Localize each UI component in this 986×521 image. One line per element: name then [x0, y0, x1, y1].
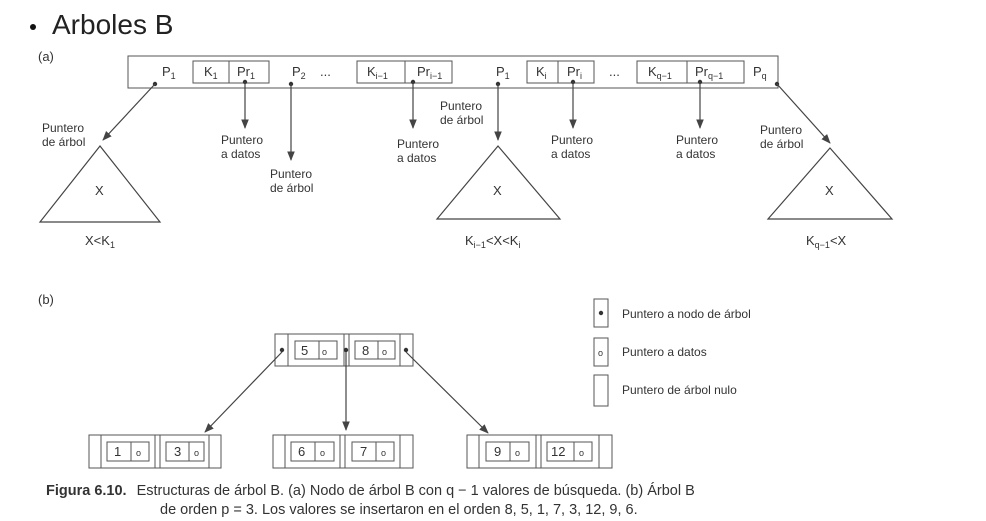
subtree-left — [38, 145, 162, 223]
label-data-ptr-1-2: a datos — [221, 147, 260, 161]
node-dots-1: ... — [320, 64, 331, 79]
slide-title: Arboles B — [30, 8, 173, 42]
label-tree-ptr-right-2: de árbol — [760, 137, 803, 151]
node-ki: Ki — [536, 64, 547, 81]
caption-line-2: de orden p = 3. Los valores se insertaro… — [160, 502, 638, 518]
subtree-mid — [435, 145, 562, 220]
leaf-2-data-1: o — [381, 448, 386, 458]
subtree-right-cond: Kq−1<X — [806, 233, 847, 250]
legend-box-dot — [593, 298, 609, 328]
leaf-3-key-1: 12 — [551, 444, 565, 459]
slide-title-text: Arboles B — [52, 9, 174, 40]
label-tree-ptr-right-1: Puntero — [760, 123, 802, 137]
leaf-1-data-1: o — [194, 448, 199, 458]
subtree-left-x: X — [95, 183, 104, 198]
figure-caption: Figura 6.10. Estructuras de árbol B. (a) … — [46, 482, 946, 520]
leaf-2-key-1: 7 — [360, 444, 367, 459]
label-tree-ptr-left-2: de árbol — [42, 135, 85, 149]
node-prq1: Prq−1 — [695, 64, 723, 81]
part-a-label: (a) — [38, 49, 54, 64]
arrow-root-leaf-1 — [204, 351, 283, 433]
label-tree-ptr-mid-2: de árbol — [440, 113, 483, 127]
label-tree-ptr-mid-1: Puntero — [440, 99, 482, 113]
label-data-ptr-i1-1: Puntero — [397, 137, 439, 151]
leaf-1-key-0: 1 — [114, 444, 121, 459]
label-tree-ptr-2-2: de árbol — [270, 181, 313, 195]
root-node — [274, 333, 414, 367]
label-tree-ptr-left-1: Puntero — [42, 121, 84, 135]
legend-text-1: Puntero a datos — [622, 345, 707, 359]
subtree-left-cond: X<K1 — [85, 233, 115, 250]
label-tree-ptr-2-1: Puntero — [270, 167, 312, 181]
legend-text-2: Puntero de árbol nulo — [622, 383, 737, 397]
root-ptr-dot-1 — [343, 347, 349, 353]
leaf-1-key-1: 3 — [174, 444, 181, 459]
subtree-right-x: X — [825, 183, 834, 198]
leaf-3-key-0: 9 — [494, 444, 501, 459]
leaf-node-1 — [88, 434, 222, 469]
node-pri1: Pri−1 — [417, 64, 442, 81]
bullet-dot — [30, 23, 36, 30]
label-data-ptr-1-1: Puntero — [221, 133, 263, 147]
arrow-p1 — [102, 83, 156, 141]
leaf-3-data-1: o — [579, 448, 584, 458]
root-ptr-dot-2 — [403, 347, 409, 353]
subtree-mid-cond: Ki−1<X<Ki — [465, 233, 520, 250]
root-data-1: o — [382, 347, 387, 357]
caption-figure: Figura 6.10. — [46, 483, 127, 499]
leaf-node-2 — [272, 434, 414, 469]
leaf-2-key-0: 6 — [298, 444, 305, 459]
caption-line-1: Estructuras de árbol B. (a) Nodo de árbo… — [136, 483, 695, 499]
leaf-node-3 — [466, 434, 613, 469]
node-pr1: Pr1 — [237, 64, 255, 81]
legend-data-icon: o — [598, 348, 603, 358]
legend-text-0: Puntero a nodo de árbol — [622, 307, 751, 321]
leaf-1-data-0: o — [136, 448, 141, 458]
leaf-3-data-0: o — [515, 448, 520, 458]
node-dots-2: ... — [609, 64, 620, 79]
btree-node-a — [127, 55, 779, 89]
label-data-ptr-i1-2: a datos — [397, 151, 436, 165]
legend-box-data — [593, 337, 609, 367]
node-pq: Pq — [753, 64, 767, 81]
label-data-ptr-i-1: Puntero — [551, 133, 593, 147]
leaf-2-data-0: o — [320, 448, 325, 458]
label-data-ptr-q1-2: a datos — [676, 147, 715, 161]
label-data-ptr-q1-1: Puntero — [676, 133, 718, 147]
legend-box-null — [593, 374, 609, 407]
node-pri: Pri — [567, 64, 582, 81]
part-b-label: (b) — [38, 292, 54, 307]
root-key-0: 5 — [301, 343, 308, 358]
root-key-1: 8 — [362, 343, 369, 358]
node-p1-mid: P1 — [496, 64, 510, 81]
node-p1-left: P1 — [162, 64, 176, 81]
subtree-mid-x: X — [493, 183, 502, 198]
node-kq1: Kq−1 — [648, 64, 672, 81]
legend: o Puntero a nodo de árbol Puntero a dato… — [593, 298, 751, 407]
root-data-0: o — [322, 347, 327, 357]
arrow-pq — [776, 83, 831, 144]
root-ptr-dot-0 — [279, 347, 285, 353]
label-data-ptr-i-2: a datos — [551, 147, 590, 161]
node-p2: P2 — [292, 64, 306, 81]
node-ki1: Ki−1 — [367, 64, 388, 81]
node-k1: K1 — [204, 64, 218, 81]
subtree-right — [766, 147, 894, 220]
arrow-root-leaf-3 — [405, 351, 489, 434]
legend-dot-icon — [598, 310, 604, 316]
